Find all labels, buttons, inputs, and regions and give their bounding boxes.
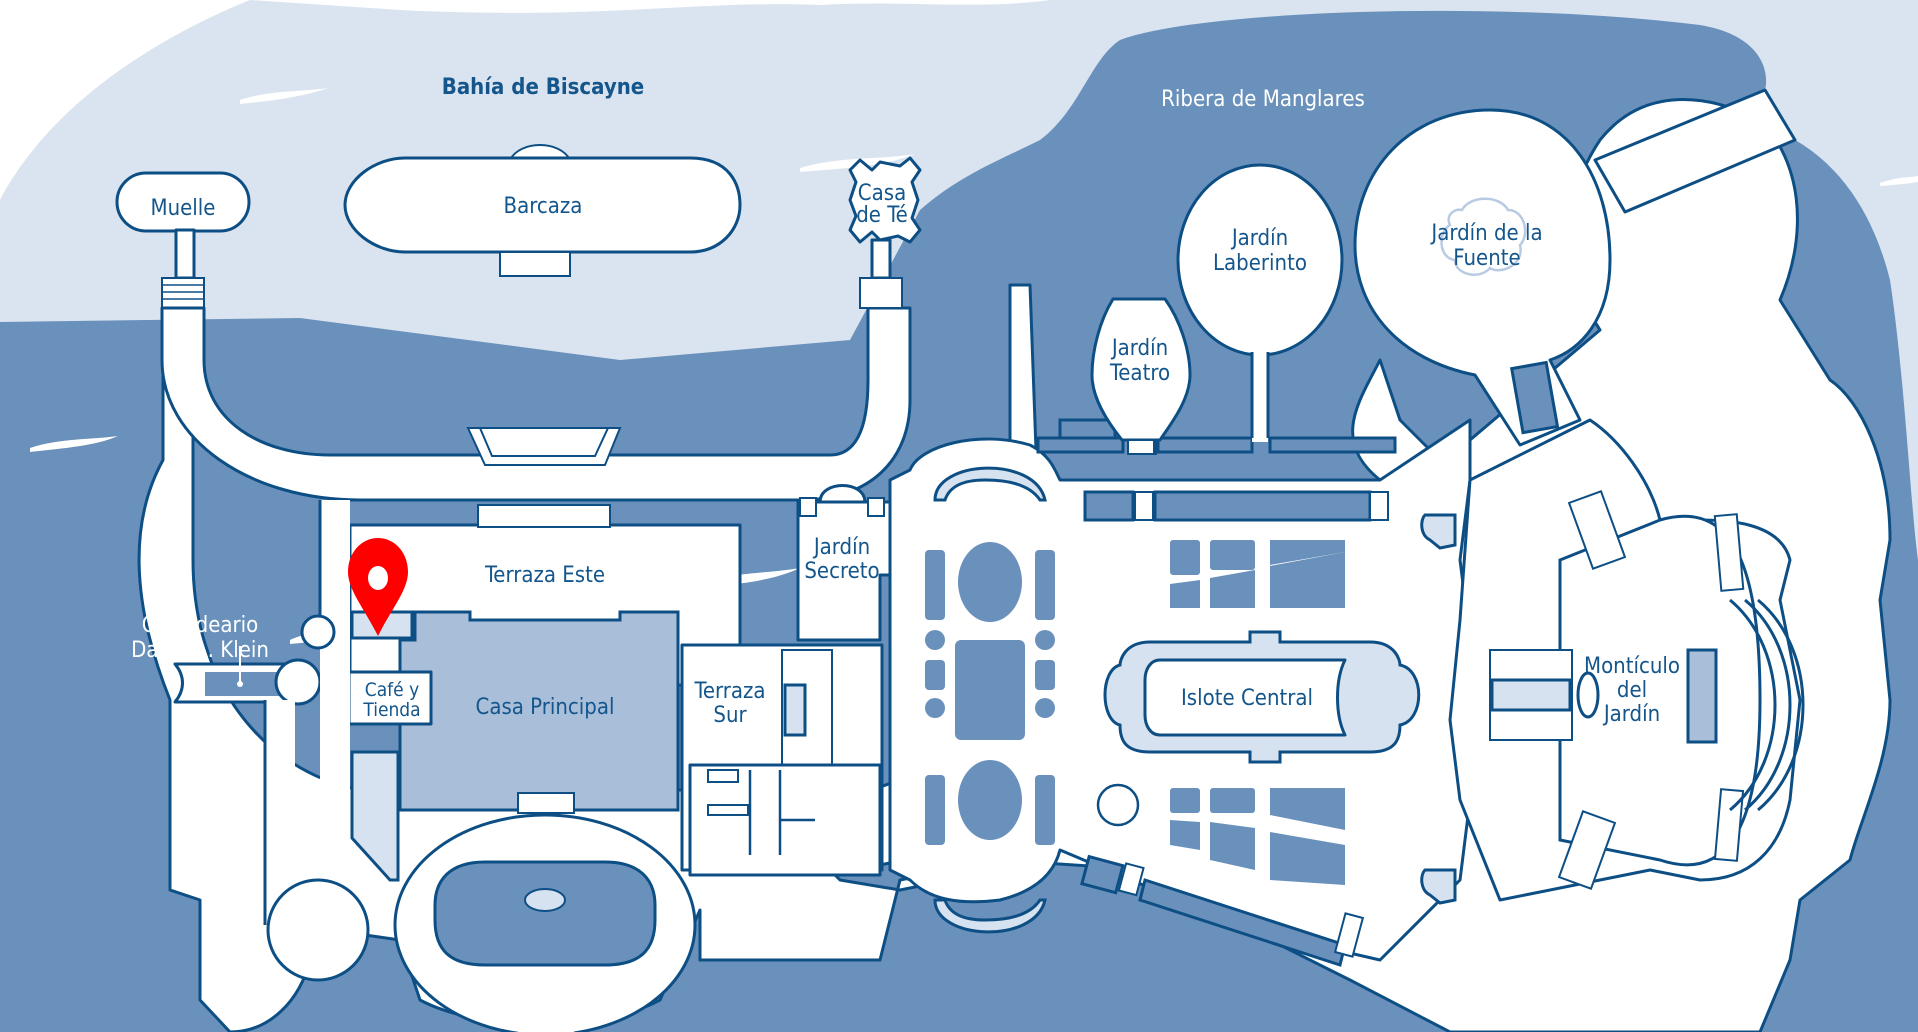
coast-top-left	[0, 0, 250, 200]
monticulo-casino	[1686, 648, 1718, 744]
jardin-secreto-steps-left	[799, 497, 817, 517]
south-grotto	[1420, 868, 1457, 905]
west-rotunda-south	[266, 878, 370, 982]
jardin-laberinto-label-1: Jardín	[1230, 226, 1288, 251]
jardin-teatro-steps	[1127, 439, 1155, 455]
mangroves-label: Ribera de Manglares	[1161, 87, 1365, 112]
terraza-sur-label-1: Terraza	[693, 679, 765, 704]
monticulo-label-3: Jardín	[1602, 702, 1660, 727]
south-canal	[1080, 854, 1365, 967]
poi-islote-central[interactable]: Islote Central	[1103, 630, 1421, 764]
jardin-teatro-label-1: Jardín	[1110, 336, 1168, 361]
casa-de-te-stairs	[859, 277, 903, 309]
poi-casa-de-te[interactable]: Casa de Té	[848, 156, 922, 309]
jardin-teatro-label-2: Teatro	[1109, 361, 1170, 386]
islote-central-lawn	[1143, 658, 1347, 737]
cafe-label-2: Tienda	[362, 699, 420, 721]
right-bay-water	[1865, 170, 1918, 340]
poi-barcaza[interactable]: Barcaza	[343, 144, 742, 277]
poi-monticulo-del-jardin[interactable]: Montículo del Jardín	[1489, 648, 1718, 744]
poi-casa-principal[interactable]: Casa Principal	[398, 610, 680, 812]
coast-top	[250, 0, 1050, 13]
cafe-label-1: Café y	[365, 679, 420, 701]
west-rotunda-north	[300, 614, 336, 650]
monticulo-basin	[1576, 671, 1600, 719]
east-mound-grounds	[1448, 418, 1805, 902]
casa-de-te-label-1: Casa	[858, 181, 906, 206]
west-ramp	[350, 750, 400, 882]
muelle-stairs	[161, 277, 205, 309]
poi-muelle[interactable]: Muelle	[115, 171, 251, 280]
islote-central-label: Islote Central	[1181, 686, 1313, 711]
south-courtyard	[393, 792, 697, 1032]
muelle-pier	[174, 228, 196, 280]
casa-principal-shape	[398, 610, 680, 812]
jardin-secreto-steps-right	[867, 497, 885, 517]
jardin-fuente-label-1: Jardín de la	[1429, 221, 1542, 246]
jardin-laberinto-path	[1252, 350, 1268, 442]
terraza-este-stairs	[477, 504, 611, 528]
poi-jardin-de-la-fuente[interactable]: Jardín de la Fuente	[1353, 108, 1612, 447]
monticulo-label-2: del	[1617, 678, 1647, 703]
service-rooms	[688, 763, 882, 877]
terraza-sur-label-2: Sur	[713, 703, 747, 728]
north-canal	[1036, 418, 1397, 522]
jardin-fuente-label-2: Fuente	[1453, 246, 1520, 271]
orquideario-pointer-dot	[237, 681, 243, 687]
terraza-este-label: Terraza Este	[484, 563, 605, 588]
north-grotto	[1420, 513, 1457, 550]
poi-jardin-secreto[interactable]: Jardín Secreto	[796, 484, 892, 642]
cafe-y-tienda-shape	[347, 670, 433, 726]
terraza-sur-landing	[783, 683, 807, 737]
orquideario-pool	[205, 672, 285, 696]
fountain-icon	[1440, 197, 1527, 276]
northeast-causeway	[1593, 88, 1797, 214]
barcaza-shape	[343, 156, 742, 254]
fuente-pool	[1509, 360, 1560, 435]
barcaza-label: Barcaza	[504, 194, 583, 219]
poi-jardin-teatro[interactable]: Jardín Teatro	[1090, 297, 1192, 455]
location-pin-icon[interactable]	[348, 538, 408, 636]
jardin-secreto-label-1: Jardín	[812, 535, 870, 560]
casa-de-te-shape	[848, 156, 922, 244]
jardin-laberinto-label-2: Laberinto	[1213, 251, 1307, 276]
jardin-secreto-apse	[818, 484, 867, 504]
casa-de-te-label-2: de Té	[856, 203, 908, 228]
bay-steps	[466, 427, 622, 466]
barcaza-steps	[499, 251, 571, 277]
muelle-label: Muelle	[151, 196, 216, 221]
casa-de-te-pier	[870, 238, 892, 280]
orquideario-label-1: Orquideario	[142, 613, 259, 638]
jardin-teatro-shape	[1090, 297, 1192, 442]
monticulo-label-1: Montículo	[1584, 654, 1680, 679]
monticulo-cascade	[1490, 678, 1572, 712]
casa-principal-label: Casa Principal	[476, 695, 615, 720]
jardin-secreto-label-2: Secreto	[804, 559, 879, 584]
orquideario-label-2: David A. Klein	[131, 638, 269, 663]
bay-label: Bahía de Biscayne	[442, 75, 645, 100]
orquideario-rotunda	[274, 658, 322, 706]
poi-jardin-laberinto[interactable]: Jardín Laberinto	[1176, 163, 1344, 442]
poi-orquideario[interactable]: Orquideario David A. Klein	[131, 613, 322, 706]
